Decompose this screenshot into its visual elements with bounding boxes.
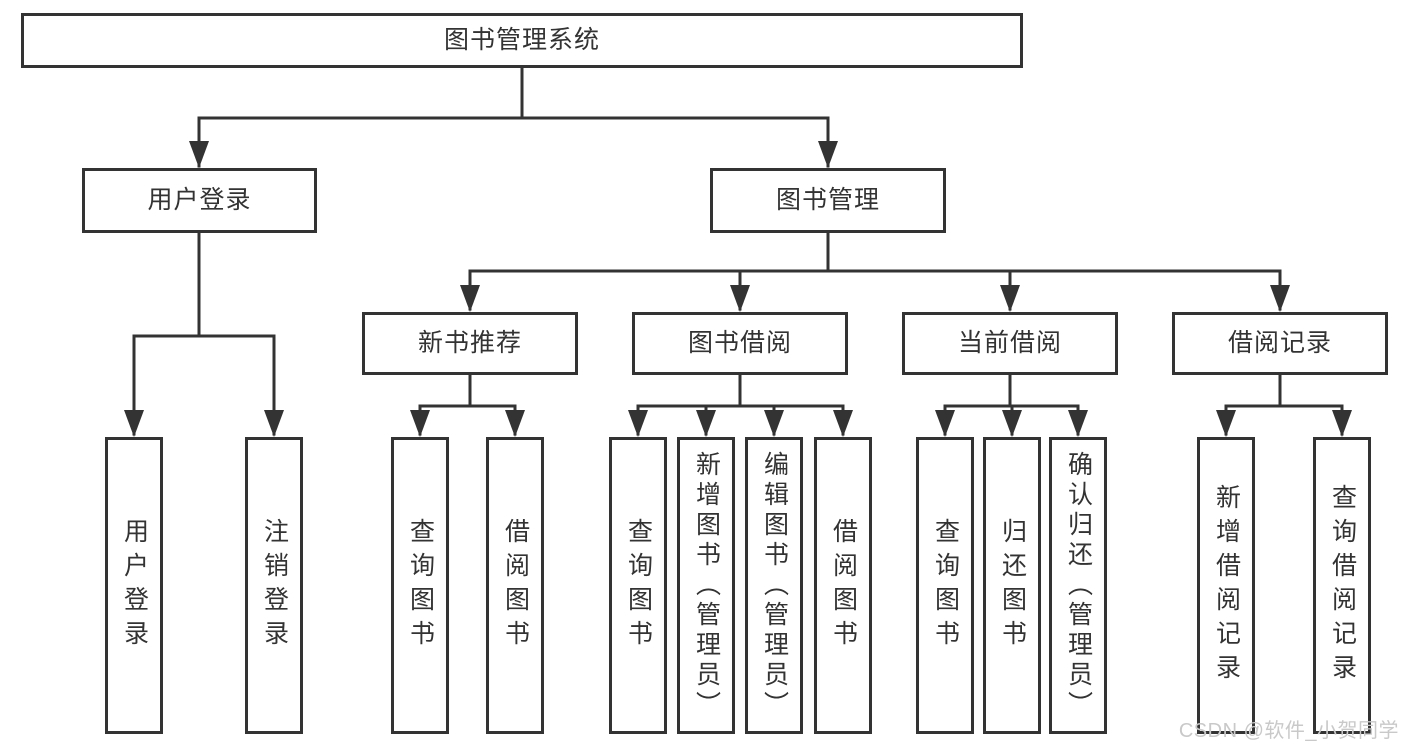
node-root: 图书管理系统	[21, 13, 1023, 68]
root-connector	[197, 66, 830, 168]
leaf-logout-label: 注销登录	[260, 517, 289, 654]
arrow-icon	[1216, 410, 1236, 437]
node-current-borrowing: 当前借阅	[902, 312, 1118, 375]
leaf-add-book-admin-label: 新增图书（管理员）	[692, 450, 721, 721]
arrow-icon	[410, 410, 430, 437]
leaf-query-book-1: 查询图书	[391, 437, 449, 734]
node-book-management: 图书管理	[710, 168, 946, 233]
node-borrowing-records: 借阅记录	[1172, 312, 1388, 375]
leaf-query-book-2: 查询图书	[609, 437, 667, 734]
node-book-borrowing-label: 图书借阅	[687, 329, 792, 357]
node-book-borrowing: 图书借阅	[632, 312, 848, 375]
node-book-management-label: 图书管理	[775, 186, 880, 214]
arrowheads	[124, 141, 1352, 437]
leaf-user-login-label: 用户登录	[120, 517, 149, 654]
leaf-edit-book-admin: 编辑图书（管理员）	[745, 437, 803, 734]
node-new-book-recommend-label: 新书推荐	[417, 329, 522, 357]
leaf-borrow-book-2-label: 借阅图书	[829, 517, 858, 654]
borrow-record-connector	[1224, 373, 1344, 436]
arrow-icon	[1068, 410, 1088, 437]
new-book-connector	[418, 373, 517, 436]
arrow-icon	[1332, 410, 1352, 437]
leaf-query-borrow-record-label: 查询借阅记录	[1328, 483, 1357, 688]
arrow-icon	[628, 410, 648, 437]
arrow-icon	[764, 410, 784, 437]
arrow-icon	[1000, 285, 1020, 312]
leaf-query-book-3-label: 查询图书	[931, 517, 960, 654]
arrow-icon	[189, 141, 209, 168]
arrow-icon	[505, 410, 525, 437]
leaf-borrow-book-1-label: 借阅图书	[501, 517, 530, 654]
leaf-add-borrow-record-label: 新增借阅记录	[1212, 483, 1241, 688]
arrow-icon	[730, 285, 750, 312]
node-user-login-label: 用户登录	[147, 186, 252, 214]
user-login-connector	[132, 231, 276, 436]
leaf-query-book-2-label: 查询图书	[624, 517, 653, 654]
node-root-label: 图书管理系统	[443, 26, 600, 54]
node-current-borrowing-label: 当前借阅	[957, 329, 1062, 357]
arrow-icon	[264, 410, 284, 437]
leaf-query-book-1-label: 查询图书	[406, 517, 435, 654]
arrow-icon	[935, 410, 955, 437]
arrow-icon	[460, 285, 480, 312]
leaf-return-book: 归还图书	[983, 437, 1041, 734]
leaf-logout: 注销登录	[245, 437, 303, 734]
leaf-user-login: 用户登录	[105, 437, 163, 734]
arrow-icon	[1270, 285, 1290, 312]
leaf-confirm-return-admin-label: 确认归还（管理员）	[1064, 450, 1093, 721]
leaf-return-book-label: 归还图书	[998, 517, 1027, 654]
leaf-query-borrow-record: 查询借阅记录	[1313, 437, 1371, 734]
leaf-borrow-book-2: 借阅图书	[814, 437, 872, 734]
arrow-icon	[1002, 410, 1022, 437]
book-management-connector	[468, 231, 1282, 311]
leaf-edit-book-admin-label: 编辑图书（管理员）	[760, 450, 789, 721]
leaf-add-book-admin: 新增图书（管理员）	[677, 437, 735, 734]
leaf-confirm-return-admin: 确认归还（管理员）	[1049, 437, 1107, 734]
node-borrowing-records-label: 借阅记录	[1227, 329, 1332, 357]
arrow-icon	[818, 141, 838, 168]
book-borrow-connector	[636, 373, 845, 436]
arrow-icon	[124, 410, 144, 437]
leaf-query-book-3: 查询图书	[916, 437, 974, 734]
leaf-borrow-book-1: 借阅图书	[486, 437, 544, 734]
arrow-icon	[833, 410, 853, 437]
arrow-icon	[696, 410, 716, 437]
leaf-add-borrow-record: 新增借阅记录	[1197, 437, 1255, 734]
node-user-login: 用户登录	[82, 168, 317, 233]
node-new-book-recommend: 新书推荐	[362, 312, 578, 375]
